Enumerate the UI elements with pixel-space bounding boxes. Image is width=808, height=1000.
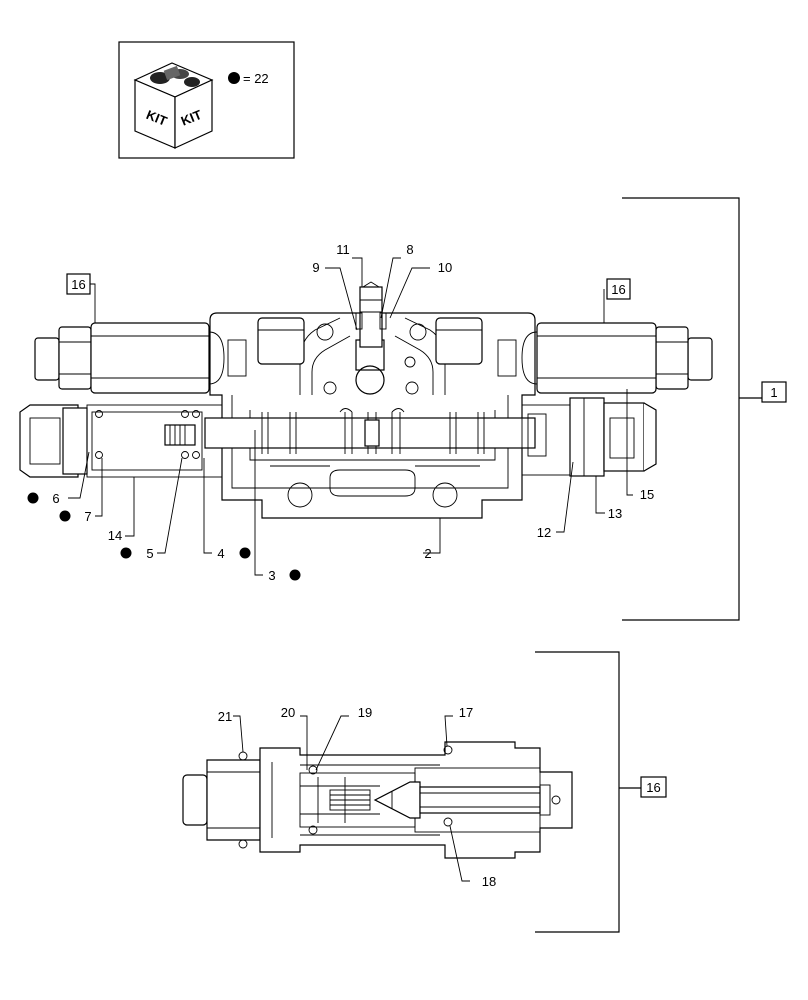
bracket-1: 1 — [622, 197, 787, 621]
callout-20: 20 — [281, 705, 295, 720]
main-spool — [204, 412, 536, 454]
callout-16-right: 16 — [611, 282, 625, 297]
callout-2: 2 — [424, 546, 431, 561]
callout-14: 14 — [108, 528, 122, 543]
left-spool-cap — [19, 404, 223, 478]
kit-legend-frame — [118, 41, 295, 159]
left-cartridge — [34, 317, 305, 394]
callout-21: 21 — [218, 709, 232, 724]
callout-19: 19 — [358, 705, 372, 720]
callout-5: 5 — [146, 546, 153, 561]
callout-16-detail: 16 — [646, 780, 660, 795]
kit-box-icon: KIT KIT — [133, 62, 214, 149]
bracket-16: 16 — [535, 651, 667, 933]
kit-legend: KIT KIT = 22 — [118, 41, 295, 159]
callout-box-16-right — [606, 278, 631, 300]
kit-dot-icon-6 — [27, 492, 39, 504]
callout-10: 10 — [438, 260, 452, 275]
callout-9: 9 — [312, 260, 319, 275]
callout-16-left: 16 — [71, 277, 85, 292]
callout-17: 17 — [459, 705, 473, 720]
kit-label-left: KIT — [144, 107, 169, 129]
kit-dot-icon-7 — [59, 510, 71, 522]
kit-dot-icon-5 — [120, 547, 132, 559]
kit-dot-icon-3 — [289, 569, 301, 581]
callout-6: 6 — [52, 491, 59, 506]
callout-1: 1 — [770, 385, 777, 400]
callout-3: 3 — [268, 568, 275, 583]
callout-12: 12 — [537, 525, 551, 540]
callout-18: 18 — [482, 874, 496, 889]
right-spool-cap — [521, 397, 657, 477]
callout-box-1 — [761, 381, 787, 403]
callout-15: 15 — [640, 487, 654, 502]
callout-4: 4 — [217, 546, 224, 561]
right-cartridge — [435, 317, 713, 394]
callout-box-16-detail — [640, 776, 667, 798]
callout-8: 8 — [406, 242, 413, 257]
kit-equals-label: = 22 — [243, 71, 269, 86]
callout-box-16-left — [66, 273, 91, 295]
upper-leaders — [68, 257, 633, 576]
kit-dot-icon-4 — [239, 547, 251, 559]
kit-label-right: KIT — [179, 107, 204, 129]
callout-11: 11 — [336, 242, 350, 257]
kit-dot-icon — [228, 72, 240, 84]
callout-13: 13 — [608, 506, 622, 521]
lower-leaders — [233, 715, 470, 882]
callout-7: 7 — [84, 509, 91, 524]
check-valve — [355, 281, 387, 348]
relief-valve-detail — [182, 741, 573, 859]
